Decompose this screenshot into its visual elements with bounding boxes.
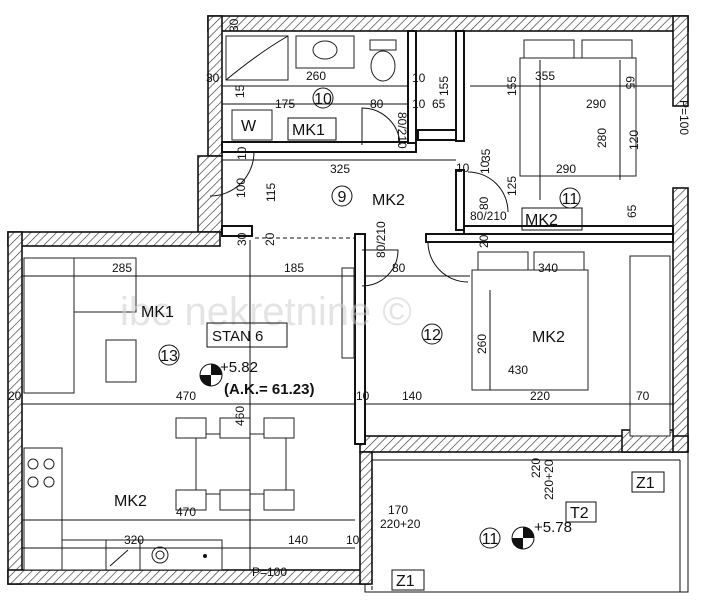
svg-text:P=100: P=100	[252, 565, 287, 579]
svg-text:175: 175	[275, 97, 295, 111]
room-number-9: 9	[331, 185, 353, 207]
svg-text:10: 10	[412, 97, 426, 111]
svg-text:280: 280	[595, 128, 609, 148]
z1-bottom: Z1	[396, 573, 415, 590]
svg-text:11: 11	[482, 531, 499, 548]
svg-text:20: 20	[263, 232, 277, 246]
material-mk1-bath: MK1	[292, 122, 325, 139]
terrace-info: T2 +5.78	[511, 501, 597, 550]
material-mk1-living: MK1	[141, 304, 174, 321]
svg-text:155: 155	[437, 76, 451, 96]
material-mk2-kitchen: MK2	[114, 493, 147, 510]
svg-text:30: 30	[235, 232, 249, 246]
svg-text:290: 290	[556, 162, 576, 176]
svg-text:470: 470	[176, 505, 196, 519]
svg-text:80: 80	[392, 261, 406, 275]
living-furniture	[23, 257, 355, 511]
unit-elevation: +5.82	[220, 359, 258, 376]
svg-text:220+20: 220+20	[542, 459, 556, 500]
material-mk2-bedroom11: MK2	[525, 212, 558, 229]
svg-text:460: 460	[233, 406, 247, 426]
doors	[209, 107, 509, 287]
unit-area: (A.K.= 61.23)	[224, 381, 314, 398]
washer-label: W	[241, 118, 257, 135]
svg-text:20: 20	[477, 234, 491, 248]
dimension-lines	[22, 60, 673, 570]
svg-text:70: 70	[636, 389, 650, 403]
svg-text:290: 290	[586, 97, 606, 111]
material-mk2-hall: MK2	[372, 192, 405, 209]
svg-text:430: 430	[508, 363, 528, 377]
svg-text:340: 340	[538, 261, 558, 275]
svg-text:470: 470	[176, 389, 196, 403]
bathroom-fixtures	[225, 35, 397, 141]
svg-text:10: 10	[346, 533, 360, 547]
svg-text:155: 155	[505, 76, 519, 96]
room-number-13: 13	[158, 344, 180, 366]
svg-text:80/210: 80/210	[395, 112, 409, 149]
svg-text:9: 9	[338, 189, 347, 206]
terrace-elevation: +5.78	[534, 519, 572, 536]
svg-text:220: 220	[530, 389, 550, 403]
svg-text:220: 220	[529, 458, 543, 478]
svg-text:320: 320	[124, 533, 144, 547]
svg-text:65: 65	[625, 204, 639, 218]
watermark: ibe nekretnine ©	[120, 290, 412, 334]
svg-text:10: 10	[478, 160, 492, 174]
svg-text:10: 10	[412, 71, 426, 85]
svg-text:65: 65	[432, 97, 446, 111]
svg-text:11: 11	[562, 191, 579, 208]
terrace-outline	[359, 451, 689, 593]
svg-text:P=100: P=100	[677, 100, 691, 135]
svg-text:35: 35	[479, 148, 493, 162]
svg-text:185: 185	[284, 261, 304, 275]
svg-text:100: 100	[234, 178, 248, 198]
unit-info: STAN 6 +5.82 (A.K.= 61.23)	[199, 322, 314, 398]
bedroom-11-bed	[519, 39, 637, 177]
svg-text:80: 80	[370, 97, 384, 111]
material-mk2-bedroom12: MK2	[532, 329, 565, 346]
exterior-walls	[7, 15, 689, 585]
kitchen-fixtures	[23, 447, 223, 571]
svg-text:65: 65	[623, 76, 637, 90]
svg-text:12: 12	[423, 327, 441, 344]
room-number-11: 11	[559, 187, 581, 209]
z1-labels: Z1 Z1	[391, 471, 665, 591]
svg-text:80: 80	[477, 196, 491, 210]
svg-text:10: 10	[356, 389, 370, 403]
material-labels: MK1 MK2 MK2 MK2 MK1 MK2 W	[114, 117, 583, 510]
svg-text:140: 140	[402, 389, 422, 403]
bedroom-12-bed	[471, 251, 671, 437]
svg-text:20: 20	[8, 389, 22, 403]
terrace-name: T2	[570, 505, 589, 522]
z1-right: Z1	[636, 475, 655, 492]
svg-text:13: 13	[160, 348, 178, 365]
svg-text:10: 10	[314, 91, 332, 108]
room-number-10: 10	[312, 87, 334, 109]
unit-name: STAN 6	[212, 328, 263, 345]
dimension-texts: 30 30 260 15 10 155 155 355 65 175 80 10…	[8, 18, 691, 579]
svg-text:260: 260	[475, 334, 489, 354]
svg-text:285: 285	[112, 261, 132, 275]
svg-text:30: 30	[206, 71, 220, 85]
svg-text:30: 30	[227, 18, 241, 32]
svg-text:15: 15	[233, 84, 247, 98]
svg-text:260: 260	[306, 69, 326, 83]
svg-text:10: 10	[456, 161, 470, 175]
svg-text:10: 10	[235, 146, 249, 160]
svg-text:120: 120	[627, 130, 641, 150]
svg-text:355: 355	[535, 69, 555, 83]
svg-text:115: 115	[264, 183, 278, 202]
svg-text:220+20: 220+20	[380, 517, 421, 531]
svg-text:170: 170	[388, 503, 408, 517]
svg-text:325: 325	[330, 162, 350, 176]
svg-text:80/210: 80/210	[470, 209, 507, 223]
svg-text:125: 125	[505, 176, 519, 196]
room-number-terrace: 11	[479, 527, 501, 549]
room-number-12: 12	[421, 323, 443, 345]
svg-text:140: 140	[288, 533, 308, 547]
svg-text:80/210: 80/210	[374, 221, 388, 258]
